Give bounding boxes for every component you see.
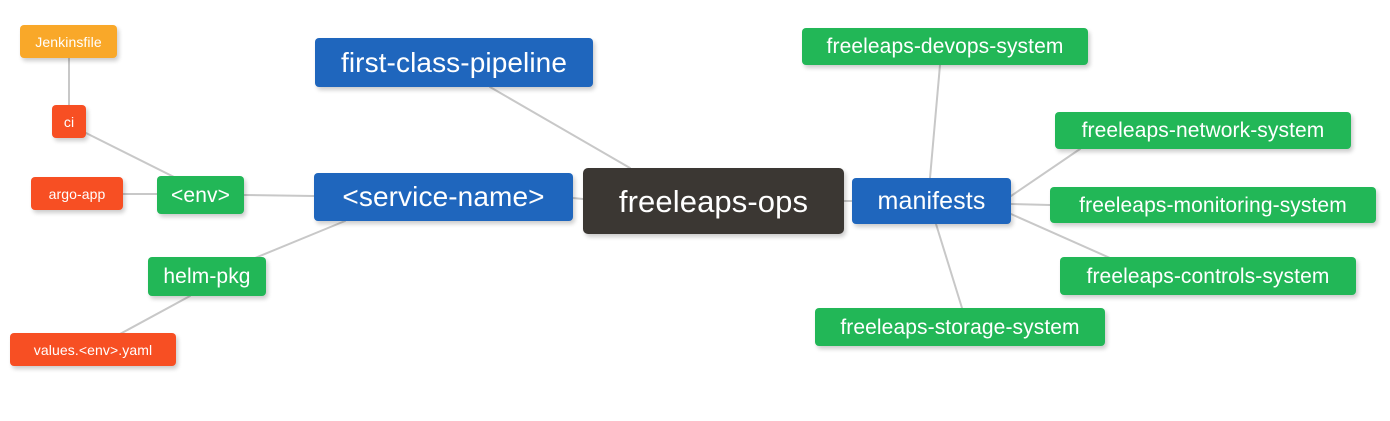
edge-manifests-to-monitoring-system (1010, 203, 1051, 206)
node-label: freeleaps-monitoring-system (1079, 193, 1347, 217)
node-label: manifests (877, 186, 986, 215)
mindmap-node-network-system[interactable]: freeleaps-network-system (1055, 112, 1351, 149)
edge-env-to-service-name (243, 194, 315, 197)
mindmap-node-values-yaml[interactable]: values.<env>.yaml (10, 333, 176, 366)
node-label: helm-pkg (163, 265, 251, 288)
node-label: <service-name> (342, 181, 545, 212)
mindmap-node-jenkinsfile[interactable]: Jenkinsfile (20, 25, 117, 58)
mindmap-node-freeleaps-ops[interactable]: freeleaps-ops (583, 168, 844, 234)
mindmap-node-devops-system[interactable]: freeleaps-devops-system (802, 28, 1088, 65)
edge-values-yaml-to-helm-pkg (119, 295, 191, 335)
node-label: values.<env>.yaml (33, 341, 153, 358)
node-label: <env> (171, 183, 230, 207)
mindmap-node-helm-pkg[interactable]: helm-pkg (148, 257, 266, 296)
node-label: Jenkinsfile (35, 33, 102, 50)
node-label: freeleaps-network-system (1081, 119, 1325, 142)
edge-pipeline-to-freeleaps-ops (489, 86, 631, 169)
node-label: freeleaps-devops-system (826, 35, 1064, 58)
edge-helm-pkg-to-service-name (254, 220, 346, 259)
mindmap-node-manifests[interactable]: manifests (852, 178, 1011, 224)
mindmap-node-ci[interactable]: ci (52, 105, 86, 138)
mindmap-node-pipeline[interactable]: first-class-pipeline (315, 38, 593, 87)
mindmap-node-controls-system[interactable]: freeleaps-controls-system (1060, 257, 1356, 295)
edge-service-name-to-freeleaps-ops (572, 197, 584, 200)
mindmap-node-service-name[interactable]: <service-name> (314, 173, 573, 221)
edge-manifests-to-storage-system (935, 223, 963, 309)
mindmap-node-argo-app[interactable]: argo-app (31, 177, 123, 210)
edge-manifests-to-devops-system (929, 64, 941, 179)
node-label: freeleaps-ops (618, 183, 809, 219)
node-label: ci (63, 113, 75, 130)
node-label: first-class-pipeline (340, 46, 568, 78)
node-label: freeleaps-storage-system (840, 315, 1080, 339)
node-label: freeleaps-controls-system (1086, 264, 1330, 288)
mindmap-node-storage-system[interactable]: freeleaps-storage-system (815, 308, 1105, 346)
mindmap-node-monitoring-system[interactable]: freeleaps-monitoring-system (1050, 187, 1376, 223)
node-label: argo-app (48, 185, 106, 202)
mindmap-node-env[interactable]: <env> (157, 176, 244, 214)
